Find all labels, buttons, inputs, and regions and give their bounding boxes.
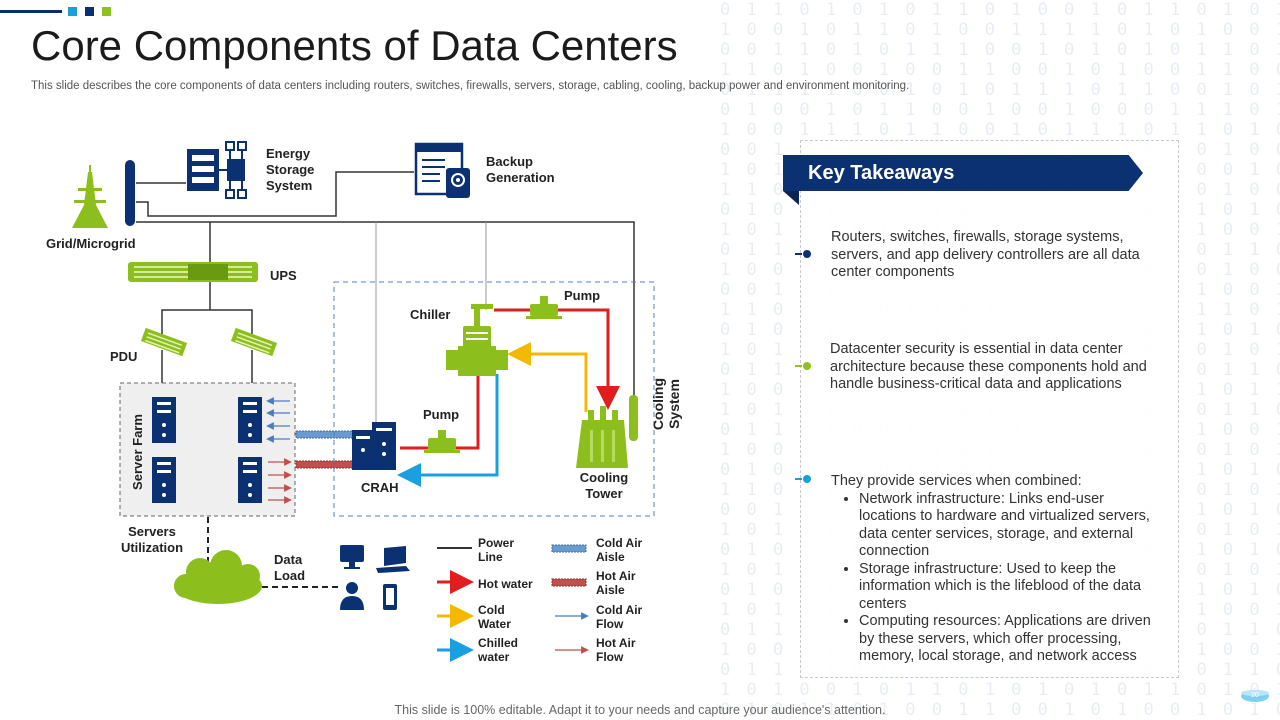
pump-bottom-icon: [424, 430, 460, 453]
takeaway-item-3: They provide services when combined: Net…: [831, 473, 1161, 666]
energy-storage-icon: [187, 141, 247, 199]
top-accent-bar: [0, 10, 62, 13]
key-takeaways-panel: [800, 140, 1179, 678]
cooling-tower-icon: [576, 406, 628, 468]
takeaway-sub-item: Network infrastructure: Links end-user l…: [859, 491, 1161, 561]
servers-utilization-label: Servers Utilization: [120, 524, 184, 555]
pump-top-icon: [526, 296, 562, 319]
legend-cold-air-aisle: Cold Air Aisle: [596, 536, 643, 564]
takeaway-sub-list: Network infrastructure: Links end-user l…: [831, 491, 1161, 666]
bullet-dot-3: [803, 475, 811, 483]
backup-generation-label: Backup Generation: [486, 154, 555, 185]
cold-air-aisle: [295, 430, 355, 439]
end-user-devices-icons: [340, 545, 410, 610]
legend-chilled-water: Chilled water: [478, 636, 519, 664]
slide-subtitle: This slide describes the core components…: [31, 80, 910, 92]
hot-air-aisle: [295, 460, 355, 469]
page-number-badge: 20: [1241, 690, 1269, 702]
grid-tower-icon: [72, 165, 108, 228]
ups-icon: [128, 262, 258, 282]
slide-title: Core Components of Data Centers: [31, 22, 678, 69]
cooling-busbar: [629, 395, 638, 441]
server-farm-label: Server Farm: [130, 414, 145, 490]
cooling-system-box: [333, 281, 655, 517]
cooling-tower-label: Cooling Tower: [579, 470, 629, 501]
chilled-water-line: [397, 374, 499, 487]
legend-swatches: [437, 544, 589, 662]
crah-label: CRAH: [361, 480, 399, 495]
pdu-icon-right: [230, 327, 278, 357]
accent-square-green: [102, 7, 111, 16]
bullet-dot-2: [803, 362, 811, 370]
crah-icon: [352, 422, 396, 470]
legend-hot-air-flow: Hot Air Flow: [596, 636, 636, 664]
legend-hot-air-aisle: Hot Air Aisle: [596, 569, 636, 597]
chiller-label: Chiller: [410, 307, 451, 322]
pump-top-label: Pump: [564, 288, 601, 303]
ups-label: UPS: [270, 268, 297, 283]
accent-square-navy: [85, 7, 94, 16]
takeaway-item-1: Routers, switches, firewalls, storage sy…: [831, 229, 1140, 280]
takeaway-item-3-intro: They provide services when combined:: [831, 473, 1082, 489]
header-fold: [783, 191, 799, 205]
cold-water-line: [507, 342, 588, 412]
footer-note: This slide is 100% editable. Adapt it to…: [394, 703, 886, 717]
legend-power-line: Power Line: [478, 536, 515, 564]
takeaway-item-2: Datacenter security is essential in data…: [830, 341, 1147, 392]
takeaway-sub-item: Storage infrastructure: Used to keep the…: [859, 561, 1161, 614]
bullet-dot-1: [803, 250, 811, 258]
hot-water-line-crah: [400, 352, 490, 450]
legend-cold-air-flow: Cold Air Flow: [596, 603, 643, 631]
chiller-icon: [446, 304, 508, 376]
key-takeaways-title: Key Takeaways: [808, 162, 955, 184]
power-lines: [136, 171, 635, 422]
pdu-icon-left: [140, 327, 188, 357]
bullet-line-3: [795, 478, 802, 480]
page-number: 20: [1251, 692, 1259, 699]
hot-air-flow-arrows: [268, 458, 292, 504]
key-takeaways-header: Key Takeaways: [783, 155, 1143, 191]
legend-hot-water: Hot water: [478, 577, 533, 591]
pdu-label: PDU: [110, 349, 138, 364]
cloud-icon: [174, 550, 262, 604]
cooling-system-label: Cooling System: [650, 377, 682, 431]
backup-generation-icon: [414, 142, 470, 198]
energy-storage-label: Energy Storage System: [266, 146, 315, 193]
accent-square-blue: [68, 7, 77, 16]
server-farm-box: [119, 382, 296, 517]
data-load-label: Data Load: [274, 552, 306, 583]
grid-label: Grid/Microgrid: [46, 236, 136, 251]
legend-cold-water: Cold Water: [478, 603, 511, 631]
grid-busbar: [125, 160, 135, 226]
pump-bottom-label: Pump: [423, 407, 460, 422]
bullet-line-2: [795, 365, 802, 367]
cold-air-flow-arrows: [266, 397, 290, 443]
bullet-line-1: [795, 253, 802, 255]
takeaway-sub-item: Computing resources: Applications are dr…: [859, 613, 1161, 666]
